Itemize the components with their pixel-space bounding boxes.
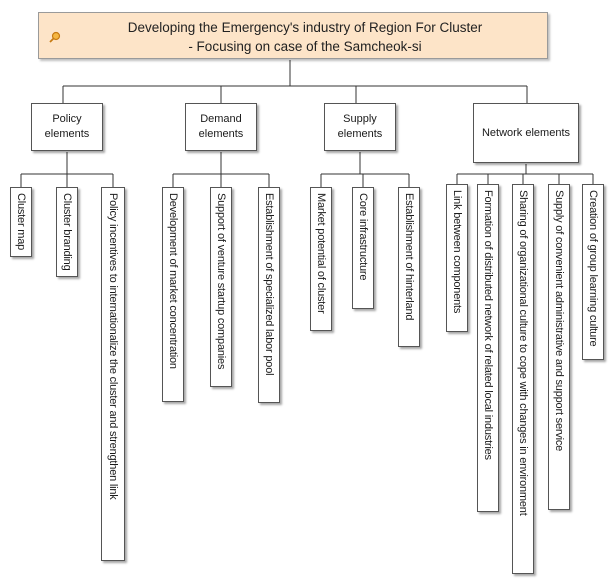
category-label: Supply elements: [337, 113, 383, 140]
leaf-label: Development of market concentration: [167, 193, 179, 369]
leaf-label: Supply of convenient administrative and …: [553, 190, 565, 452]
leaf-item: Market potential of cluster: [310, 187, 332, 331]
category-label: Network elements: [481, 126, 571, 139]
category-label: Demand elements: [198, 113, 244, 140]
category-demand: Demand elements: [185, 103, 257, 151]
leaf-label: Establishment of hinterland: [403, 193, 415, 321]
leaf-label: Market potential of cluster: [315, 193, 327, 314]
leaf-item: Cluster map: [10, 187, 32, 257]
leaf-label: Cluster branding: [61, 193, 73, 271]
leaf-item: Core infrastructure: [352, 187, 374, 309]
category-network: Network elements: [473, 103, 579, 163]
leaf-label: Cluster map: [15, 193, 27, 251]
leaf-label: Creation of group learning culture: [587, 190, 599, 347]
leaf-label: Sharing of organizational culture to cop…: [517, 190, 529, 516]
policy-children-connector: [20, 152, 114, 187]
leaf-item: Supply of convenient administrative and …: [548, 184, 570, 510]
leaf-item: Establishment of hinterland: [398, 187, 420, 347]
leaf-item: Development of market concentration: [162, 187, 184, 402]
network-children-connector: [456, 164, 594, 184]
leaf-label: Policy incentives to internationalize th…: [107, 193, 119, 500]
leaf-label: Core infrastructure: [357, 193, 369, 281]
root-node: Developing the Emergency's industry of R…: [38, 12, 548, 59]
root-connector: [63, 60, 527, 87]
magnifier-icon: [49, 31, 61, 43]
root-title-line1: Developing the Emergency's industry of R…: [127, 20, 483, 35]
leaf-label: Support of venture startup companies: [215, 193, 227, 370]
leaf-label: Link between components: [451, 190, 463, 314]
leaf-item: Creation of group learning culture: [582, 184, 604, 360]
root-title: Developing the Emergency's industry of R…: [69, 18, 541, 56]
leaf-item: Sharing of organizational culture to cop…: [512, 184, 534, 574]
category-supply: Supply elements: [324, 103, 396, 151]
leaf-item: Policy incentives to internationalize th…: [101, 187, 125, 561]
demand-children-connector: [172, 152, 270, 187]
root-title-line2: - Focusing on case of the Samcheok-si: [188, 39, 422, 54]
leaf-item: Link between components: [446, 184, 468, 332]
leaf-label: Establishment of specialized labor pool: [263, 193, 275, 376]
category-policy: Policy elements: [31, 103, 103, 151]
category-label: Policy elements: [44, 113, 90, 140]
leaf-label: Formation of distributed network of rela…: [482, 190, 494, 460]
leaf-item: Formation of distributed network of rela…: [477, 184, 499, 512]
supply-children-connector: [320, 152, 410, 187]
leaf-item: Establishment of specialized labor pool: [258, 187, 280, 403]
leaf-item: Support of venture startup companies: [210, 187, 232, 387]
leaf-item: Cluster branding: [56, 187, 78, 277]
